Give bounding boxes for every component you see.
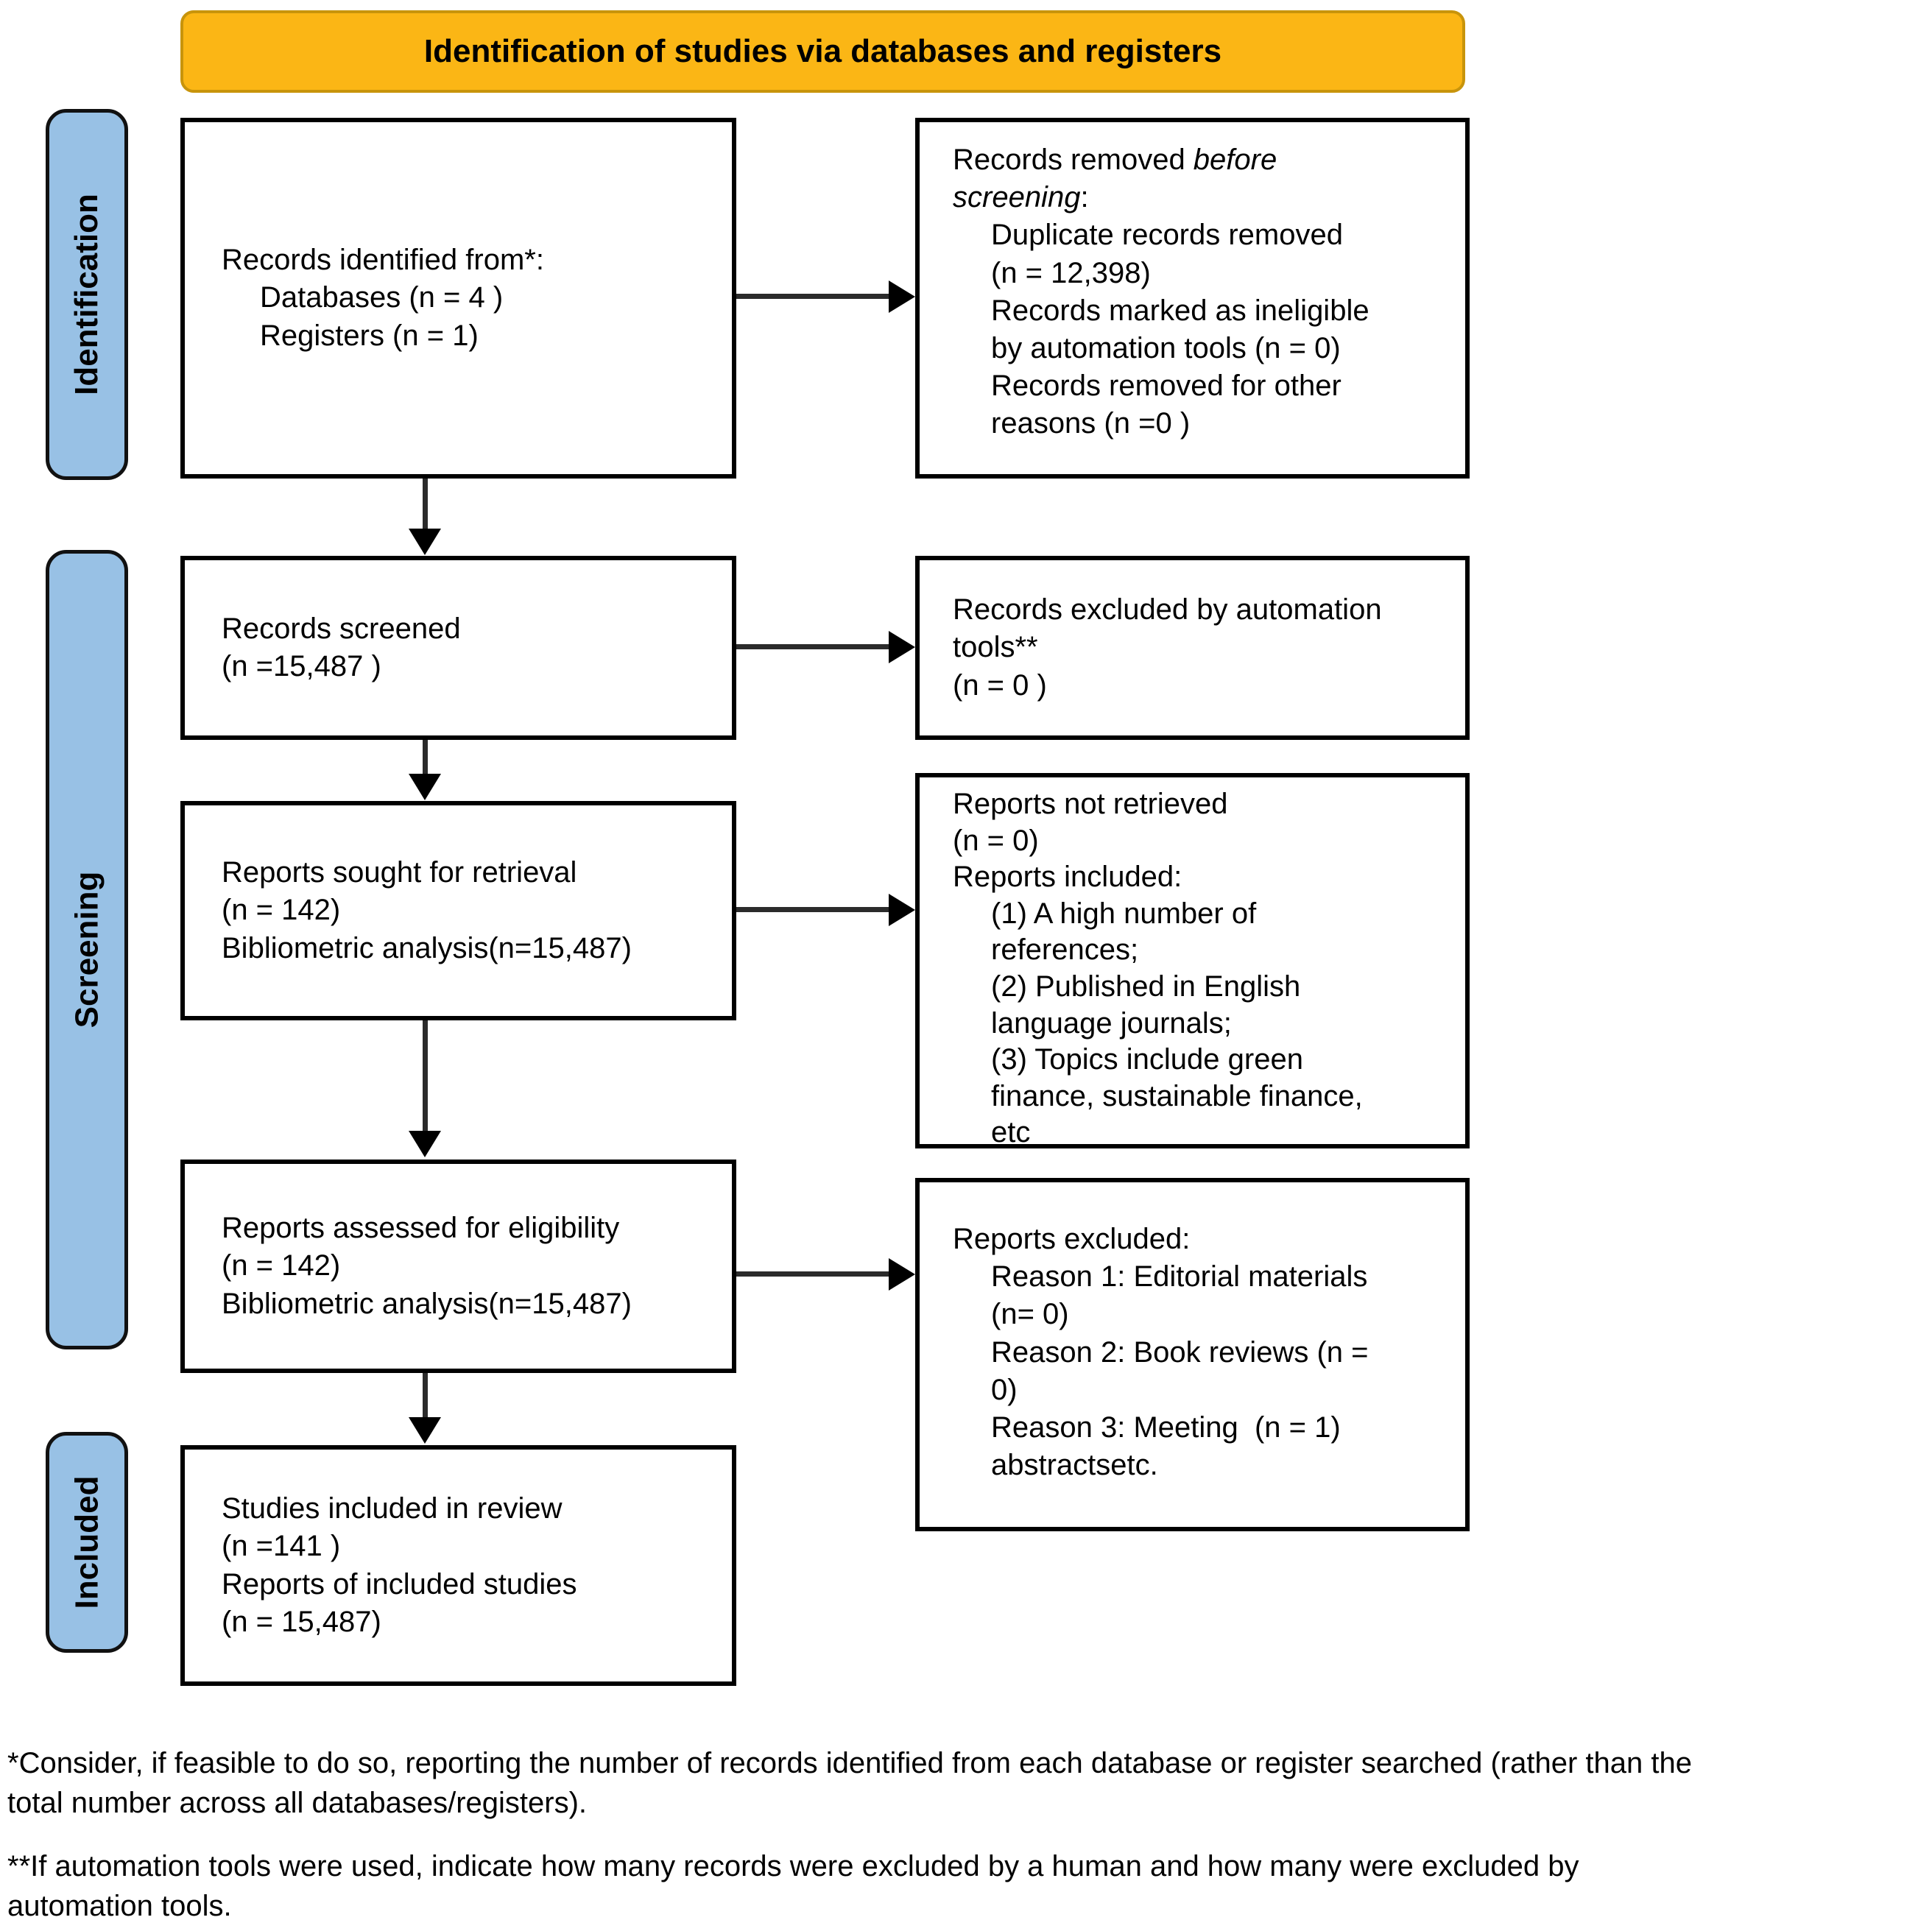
box-reports-not-retrieved-text: Reports not retrieved(n = 0)Reports incl… — [953, 788, 1363, 1149]
arrowhead-down-icon — [409, 1131, 441, 1157]
box-studies-included: Studies included in review(n =141 )Repor… — [180, 1445, 736, 1686]
box-reports-sought: Reports sought for retrieval(n = 142)Bib… — [180, 801, 736, 1020]
stage-included-label: Included — [68, 1475, 105, 1609]
stage-included: Included — [46, 1432, 128, 1653]
box-reports-assessed: Reports assessed for eligibility(n = 142… — [180, 1160, 736, 1373]
banner-label: Identification of studies via databases … — [423, 33, 1222, 69]
box-records-screened-text: Records screened(n =15,487 ) — [222, 612, 461, 682]
box-reports-assessed-text: Reports assessed for eligibility(n = 142… — [222, 1212, 632, 1320]
stage-screening-label: Screening — [68, 871, 105, 1028]
box-records-identified: Records identified from*:Databases (n = … — [180, 118, 736, 479]
arrow-line — [423, 740, 428, 775]
footnote-records-note: *Consider, if feasible to do so, reporti… — [7, 1747, 1692, 1819]
box-reports-excluded-text: Reports excluded:Reason 1: Editorial mat… — [953, 1223, 1369, 1482]
box-reports-not-retrieved: Reports not retrieved(n = 0)Reports incl… — [915, 773, 1470, 1148]
footnote-automation-note: **If automation tools were used, indicat… — [7, 1850, 1579, 1920]
stage-identification: Identification — [46, 109, 128, 480]
arrow-line — [736, 907, 890, 912]
arrowhead-right-icon — [889, 1258, 915, 1291]
arrowhead-right-icon — [889, 631, 915, 663]
flow-title-banner: Identification of studies via databases … — [180, 10, 1465, 93]
arrow-line — [423, 1020, 428, 1132]
arrow-line — [423, 479, 428, 530]
arrow-line — [736, 294, 890, 299]
box-reports-excluded: Reports excluded:Reason 1: Editorial mat… — [915, 1178, 1470, 1531]
arrow-line — [736, 644, 890, 649]
arrowhead-down-icon — [409, 774, 441, 800]
stage-screening: Screening — [46, 550, 128, 1349]
box-studies-included-text: Studies included in review(n =141 )Repor… — [222, 1492, 577, 1638]
arrowhead-right-icon — [889, 280, 915, 313]
arrowhead-right-icon — [889, 894, 915, 926]
box-reports-sought-text: Reports sought for retrieval(n = 142)Bib… — [222, 856, 632, 964]
arrowhead-down-icon — [409, 529, 441, 555]
arrow-line — [736, 1271, 890, 1277]
arrowhead-down-icon — [409, 1417, 441, 1444]
box-records-identified-text: Records identified from*:Databases (n = … — [222, 244, 544, 352]
arrow-line — [423, 1373, 428, 1419]
stage-identification-label: Identification — [68, 194, 105, 395]
box-records-screened: Records screened(n =15,487 ) — [180, 556, 736, 740]
